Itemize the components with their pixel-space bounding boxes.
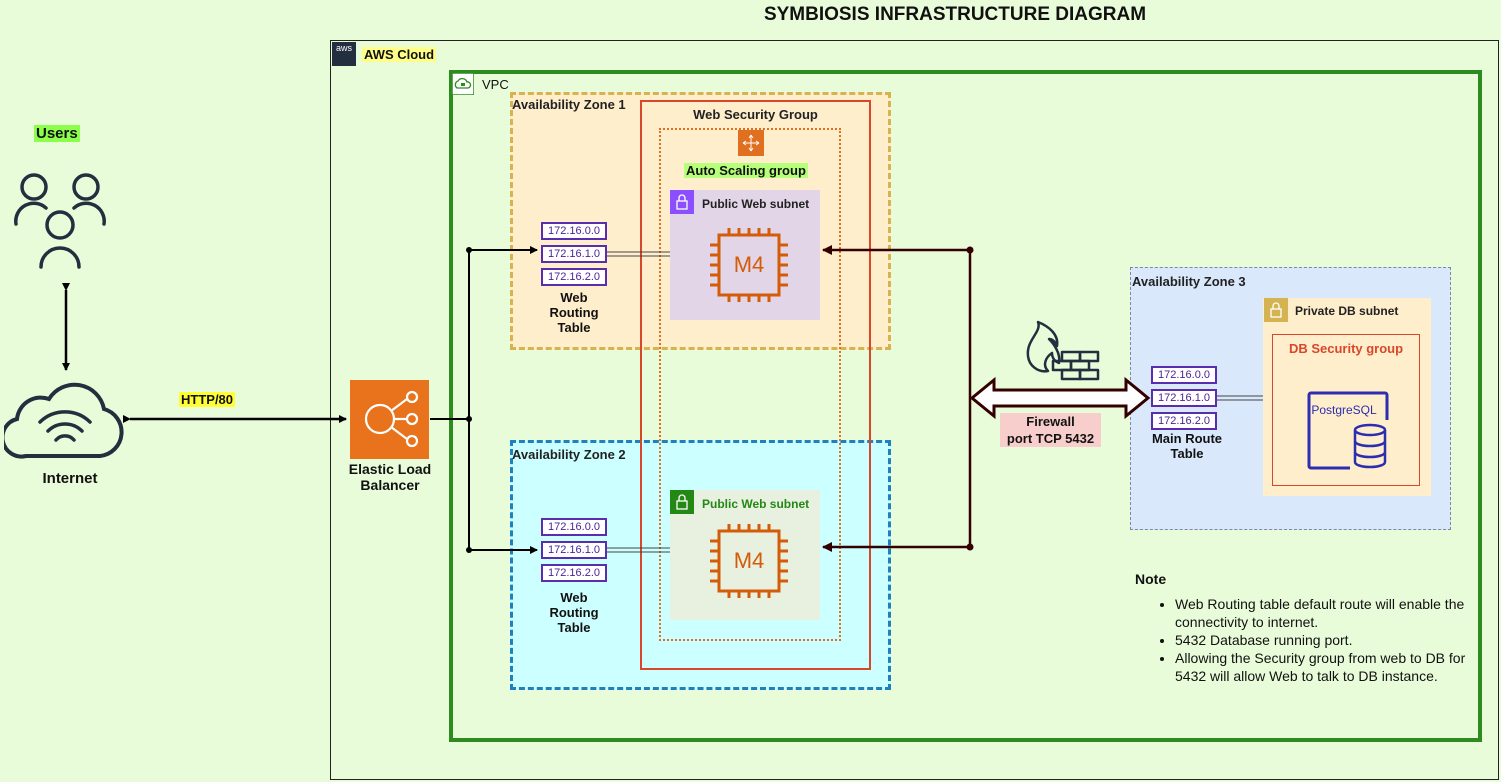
route-entry: 172.16.0.0 (541, 222, 607, 240)
label-line: Firewall (1026, 414, 1075, 429)
public-web-subnet-1 (670, 190, 820, 320)
web-security-group-label: Web Security Group (693, 107, 818, 122)
label-line: Table (557, 620, 591, 635)
firewall-icon (1026, 320, 1100, 381)
vpc-label: VPC (482, 77, 509, 92)
label-line: Table (1170, 446, 1204, 461)
route-entry: 172.16.1.0 (1151, 389, 1217, 407)
subnet-lock-icon (1264, 298, 1288, 322)
route-entry: 172.16.2.0 (1151, 412, 1217, 430)
label-line: Web (560, 590, 588, 605)
label-line: port TCP 5432 (1006, 431, 1095, 446)
route-entry: 172.16.0.0 (541, 518, 607, 536)
postgresql-label: PostgreSQL (1311, 403, 1377, 417)
public-web-subnet-1-label: Public Web subnet (702, 197, 810, 211)
instance-type-label: M4 (734, 252, 765, 277)
http-port-label: HTTP/80 (179, 392, 236, 407)
subnet-lock-icon (670, 190, 694, 214)
availability-zone-1-label: Availability Zone 1 (512, 97, 626, 112)
junction-dots (466, 247, 472, 553)
aws-logo-text: aws (335, 43, 352, 53)
note-item: 5432 Database running port. (1175, 631, 1475, 649)
elb-routing-connectors (430, 246, 538, 554)
diagram-title: SYMBIOSIS INFRASTRUCTURE DIAGRAM (763, 4, 1147, 25)
label-line: Main Route (1151, 431, 1223, 446)
vpc-cloud-icon (452, 73, 474, 95)
route-entry: 172.16.0.0 (1151, 366, 1217, 384)
internet-label: Internet (42, 470, 98, 487)
auto-scaling-icon (738, 130, 764, 156)
availability-zone-3-label: Availability Zone 3 (1132, 274, 1246, 289)
web-routing-table-1-label: Web Routing Table (534, 290, 614, 335)
firewall-label: Firewall port TCP 5432 (1000, 413, 1101, 447)
label-line: Table (557, 320, 591, 335)
users-icon (14, 173, 106, 269)
firewall-instance-connectors (822, 245, 972, 552)
label-line: Elastic Load (348, 461, 432, 477)
note-list: Web Routing table default route will ena… (1155, 595, 1475, 685)
route-subnet-links (607, 251, 1263, 553)
firewall-bidirectional-arrow (969, 376, 1151, 420)
users-label: Users (34, 125, 80, 142)
label-line: Routing (549, 305, 599, 320)
junction-dots (966, 246, 974, 551)
label-line: Web (560, 290, 588, 305)
aws-cloud-label: AWS Cloud (362, 47, 437, 62)
route-entry: 172.16.1.0 (541, 245, 607, 263)
postgresql-database-icon: PostgreSQL (1307, 391, 1389, 470)
db-security-group-label: DB Security group (1288, 341, 1404, 356)
auto-scaling-group (659, 128, 841, 641)
subnet-lock-icon (670, 490, 694, 514)
aws-cloud-group (330, 40, 1499, 780)
route-entry: 172.16.2.0 (541, 564, 607, 582)
note-item: Web Routing table default route will ena… (1175, 595, 1475, 631)
internet-cloud-icon (4, 382, 124, 459)
route-entry: 172.16.1.0 (541, 541, 607, 559)
aws-logo-icon: aws (332, 42, 356, 66)
private-db-subnet-label: Private DB subnet (1295, 304, 1399, 318)
public-web-subnet-2-label: Public Web subnet (702, 497, 810, 511)
main-route-table-label: Main Route Table (1134, 431, 1240, 461)
instance-type-label: M4 (734, 548, 765, 573)
auto-scaling-group-label: Auto Scaling group (684, 163, 808, 178)
ec2-m4-instance-icon: M4 (710, 524, 788, 598)
note-item: Allowing the Security group from web to … (1175, 649, 1475, 685)
db-security-group (1272, 334, 1420, 486)
elastic-load-balancer-label: Elastic Load Balancer (330, 461, 450, 493)
route-entry: 172.16.2.0 (541, 268, 607, 286)
label-line: Routing (549, 605, 599, 620)
private-db-subnet (1263, 298, 1431, 496)
note-title: Note (1135, 571, 1167, 587)
ec2-m4-instance-icon: M4 (710, 228, 788, 302)
vpc-group (449, 70, 1482, 742)
public-web-subnet-2 (670, 490, 820, 620)
elastic-load-balancer-icon (350, 380, 429, 459)
label-line: Balancer (360, 477, 420, 493)
web-security-group (640, 100, 871, 670)
web-routing-table-2-label: Web Routing Table (534, 590, 614, 635)
availability-zone-2-label: Availability Zone 2 (512, 447, 626, 462)
